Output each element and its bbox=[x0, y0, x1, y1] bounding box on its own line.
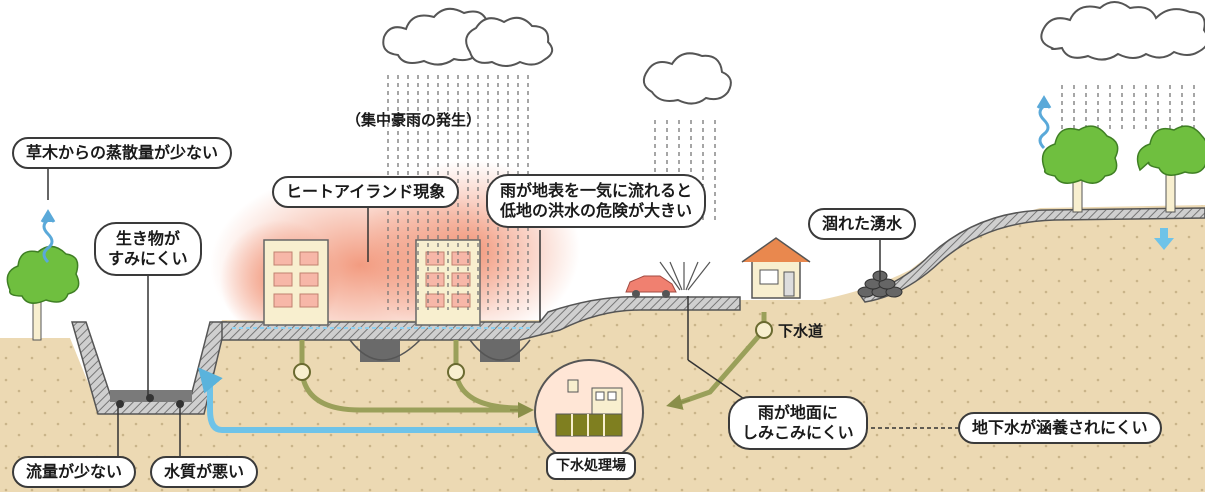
infiltration-label: 雨が地面に しみこみにくい bbox=[728, 396, 868, 450]
flood-label-line-2: 低地の洪水の危険が大きい bbox=[500, 201, 693, 220]
building-icon bbox=[415, 239, 481, 326]
sewer-label: 下水道 bbox=[778, 322, 824, 340]
pavement bbox=[221, 296, 741, 362]
creatures-label: 生き物が すみにくい bbox=[94, 222, 202, 276]
river-channel bbox=[71, 321, 227, 415]
evaporation-arrow-icon bbox=[40, 209, 56, 264]
spring-label: 涸れた湧水 bbox=[808, 208, 917, 240]
groundwater-label: 地下水が涵養されにくい bbox=[958, 412, 1162, 444]
creatures-label-line-2: すみにくい bbox=[108, 249, 188, 268]
tree-icon bbox=[6, 245, 80, 341]
manhole bbox=[293, 321, 773, 381]
flood-label: 雨が地表を一気に流れると 低地の洪水の危険が大きい bbox=[486, 174, 707, 228]
tree-icon bbox=[1041, 125, 1119, 213]
down-arrow-icon bbox=[1154, 228, 1174, 250]
building-icon bbox=[263, 239, 329, 326]
rain-icon bbox=[387, 75, 529, 310]
cloud-icon bbox=[642, 52, 732, 105]
infiltration-label-line-2: しみこみにくい bbox=[742, 423, 854, 442]
runoff-arrows bbox=[659, 261, 711, 291]
treatment-plant-icon bbox=[534, 359, 644, 465]
cloud-icon bbox=[382, 7, 554, 67]
treatment-plant-label: 下水処理場 bbox=[546, 452, 636, 480]
house-icon bbox=[741, 237, 811, 299]
leader-lines bbox=[47, 168, 960, 458]
creatures-label-line-1: 生き物が bbox=[115, 229, 180, 248]
flow-low-label: 流量が少ない bbox=[12, 456, 137, 488]
vegetation-label: 草木からの蒸散量が少ない bbox=[12, 137, 233, 169]
rain-icon bbox=[1061, 85, 1195, 130]
water-quality-label: 水質が悪い bbox=[150, 456, 259, 488]
evaporation-arrow-icon bbox=[1036, 95, 1052, 150]
cloud-icon bbox=[1040, 1, 1205, 61]
sewer-flow-arrow bbox=[510, 394, 691, 418]
discharge-pipe bbox=[198, 367, 540, 433]
tree-icon bbox=[1136, 125, 1205, 213]
heat-island-label: ヒートアイランド現象 bbox=[272, 176, 460, 208]
infiltration-label-line-1: 雨が地面に bbox=[757, 403, 838, 422]
car-icon bbox=[625, 275, 677, 298]
flood-label-line-1: 雨が地表を一気に流れると bbox=[500, 181, 693, 200]
heavy-rain-label: （集中豪雨の発生） bbox=[346, 111, 482, 129]
